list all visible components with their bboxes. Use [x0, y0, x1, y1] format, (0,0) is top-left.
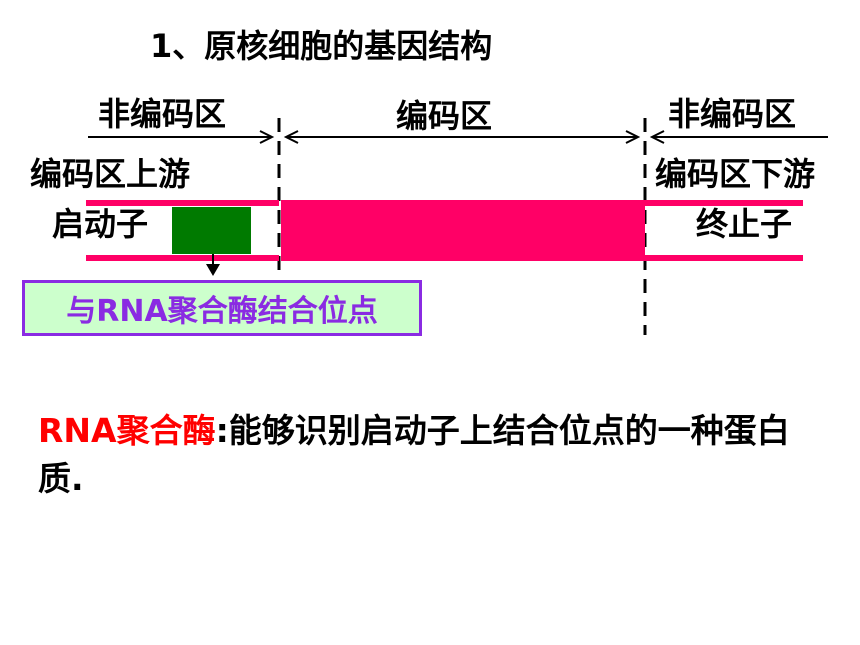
definition-paragraph: RNA聚合酶:能够识别启动子上结合位点的一种蛋白质.	[38, 407, 828, 503]
dna-strand-bottom-right	[645, 255, 803, 261]
right-noncoding-arrow	[649, 130, 828, 144]
promoter-block	[172, 207, 251, 254]
coding-region-label: 编码区	[396, 97, 493, 135]
coding-region-arrow	[283, 130, 641, 144]
binding-site-label: 与RNA聚合酶结合位点	[66, 294, 378, 329]
right-noncoding-label: 非编码区	[668, 95, 797, 133]
definition-term: RNA聚合酶	[38, 411, 216, 450]
upstream-label: 编码区上游	[30, 155, 191, 193]
coding-region-block	[281, 200, 645, 261]
dna-strand-top-right	[645, 200, 803, 206]
promoter-label: 启动子	[52, 205, 149, 243]
binding-site-box: 与RNA聚合酶结合位点	[22, 280, 422, 336]
left-noncoding-label: 非编码区	[98, 95, 227, 133]
dna-strand-bottom-left	[86, 255, 279, 261]
downstream-label: 编码区下游	[655, 155, 816, 193]
dna-strand-top-left	[86, 200, 279, 206]
definition-text: :能够识别启动子上结合位点的一种蛋白质.	[38, 411, 790, 498]
slide-title: 1、原核细胞的基因结构	[150, 27, 493, 65]
terminator-label: 终止子	[696, 205, 793, 243]
binding-site-pointer-arrow	[206, 254, 220, 276]
left-noncoding-arrow	[88, 130, 275, 144]
